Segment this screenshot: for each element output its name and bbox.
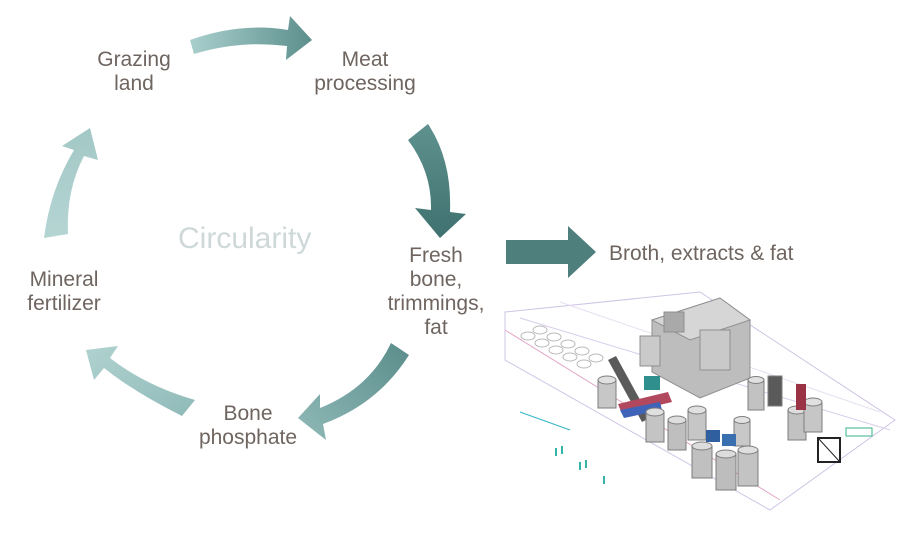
arrow-phosphate-to-fertilizer (86, 346, 195, 416)
node-grazing-land: Grazing land (97, 48, 171, 95)
arrow-meat-to-bone (408, 124, 466, 238)
node-meat-processing: Meat processing (314, 48, 416, 95)
output-label: Broth, extracts & fat (609, 242, 794, 265)
node-bone-phosphate: Bone phosphate (198, 402, 298, 449)
arrow-grazing-to-meat (190, 16, 312, 60)
processing-plant-illustration (504, 291, 896, 511)
arrow-output (506, 226, 596, 278)
center-label: Circularity (178, 222, 312, 255)
node-mineral-fertilizer: Mineral fertilizer (27, 268, 101, 315)
arrow-fertilizer-to-grazing (44, 128, 98, 238)
node-fresh-bone: Fresh bone, trimmings, fat (387, 244, 485, 339)
arrow-bone-to-phosphate (298, 343, 409, 440)
